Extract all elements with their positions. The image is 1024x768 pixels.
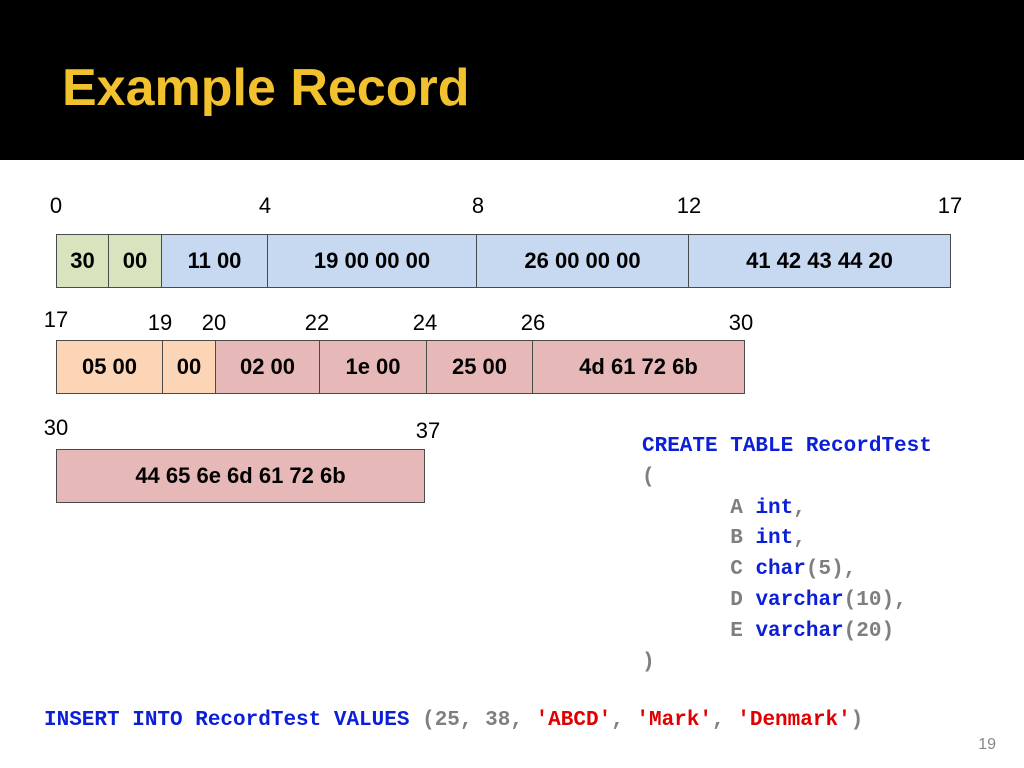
column-args: (20) — [843, 619, 895, 643]
offset-label: 22 — [304, 310, 330, 335]
offset-label: 4 — [258, 193, 272, 218]
byte-cell-null-bitmap: 00 — [163, 340, 216, 394]
column-name: C — [730, 558, 743, 582]
byte-cell-column-b: 26 00 00 00 — [477, 234, 689, 288]
insert-value-c: 'ABCD' — [535, 709, 612, 732]
slide-title: Example Record — [62, 59, 470, 117]
column-separator: , — [793, 496, 806, 520]
byte-cell-column-d: 4d 61 72 6b — [533, 340, 745, 394]
insert-value-d: 'Mark' — [636, 709, 713, 732]
column-args: (10) — [843, 588, 895, 612]
column-type: int — [755, 496, 794, 520]
byte-cell-column-c: 41 42 43 44 20 — [689, 234, 951, 288]
byte-row-2: 05 00 00 02 00 1e 00 25 00 4d 61 72 6b — [56, 340, 745, 394]
offset-label: 20 — [201, 310, 227, 335]
column-name: A — [730, 496, 743, 520]
offset-label: 26 — [520, 310, 546, 335]
insert-value-b: 38 — [485, 709, 511, 732]
insert-separator: , — [611, 709, 637, 732]
offset-label: 19 — [147, 310, 173, 335]
open-paren: ( — [642, 465, 655, 489]
column-type: varchar — [755, 588, 844, 612]
column-name: E — [730, 619, 743, 643]
insert-open-paren: ( — [409, 709, 435, 732]
close-paren: ) — [642, 650, 655, 674]
insert-separator: , — [510, 709, 536, 732]
create-table-keyword: CREATE TABLE RecordTest — [642, 435, 932, 458]
byte-cell-var-count: 02 00 — [216, 340, 320, 394]
column-type: varchar — [755, 619, 844, 643]
insert-statement: INSERT INTO RecordTest VALUES (25, 38, '… — [44, 706, 863, 737]
insert-value-e: 'Denmark' — [737, 709, 851, 732]
insert-separator: , — [459, 709, 486, 732]
byte-cell-var-offset-2: 25 00 — [427, 340, 533, 394]
offset-label: 12 — [676, 193, 702, 218]
offset-label: 37 — [415, 418, 441, 443]
column-args: (5) — [805, 558, 844, 582]
offset-label: 8 — [471, 193, 485, 218]
column-name: B — [730, 527, 743, 551]
column-separator: , — [894, 588, 907, 612]
byte-cell-column-e: 44 65 6e 6d 61 72 6b — [56, 449, 425, 503]
offset-label: 30 — [43, 415, 69, 440]
column-type: int — [755, 527, 794, 551]
insert-separator: , — [712, 709, 738, 732]
byte-cell-fixed-length: 11 00 — [162, 234, 268, 288]
page-number: 19 — [978, 736, 996, 753]
byte-cell-status: 30 — [56, 234, 109, 288]
column-separator: , — [843, 558, 857, 582]
byte-cell-var-offset-1: 1e 00 — [320, 340, 427, 394]
byte-cell-column-count: 05 00 — [56, 340, 163, 394]
offset-label: 24 — [412, 310, 438, 335]
column-name: D — [730, 588, 743, 612]
create-table-code: CREATE TABLE RecordTest ( A int, B int, … — [642, 432, 932, 678]
byte-row-3: 44 65 6e 6d 61 72 6b — [56, 449, 425, 503]
insert-close-paren: ) — [850, 709, 864, 732]
column-separator: , — [793, 527, 806, 551]
offset-label: 30 — [728, 310, 754, 335]
byte-cell-column-a: 19 00 00 00 — [268, 234, 477, 288]
offset-label: 17 — [937, 193, 963, 218]
offset-label: 17 — [43, 307, 69, 332]
column-type: char — [755, 558, 806, 582]
insert-keyword: INSERT INTO RecordTest VALUES — [44, 709, 410, 732]
byte-cell-status-b: 00 — [109, 234, 162, 288]
byte-row-1: 30 00 11 00 19 00 00 00 26 00 00 00 41 4… — [56, 234, 951, 288]
title-bar: Example Record — [0, 0, 1024, 160]
insert-value-a: 25 — [434, 709, 460, 732]
offset-label: 0 — [49, 193, 63, 218]
